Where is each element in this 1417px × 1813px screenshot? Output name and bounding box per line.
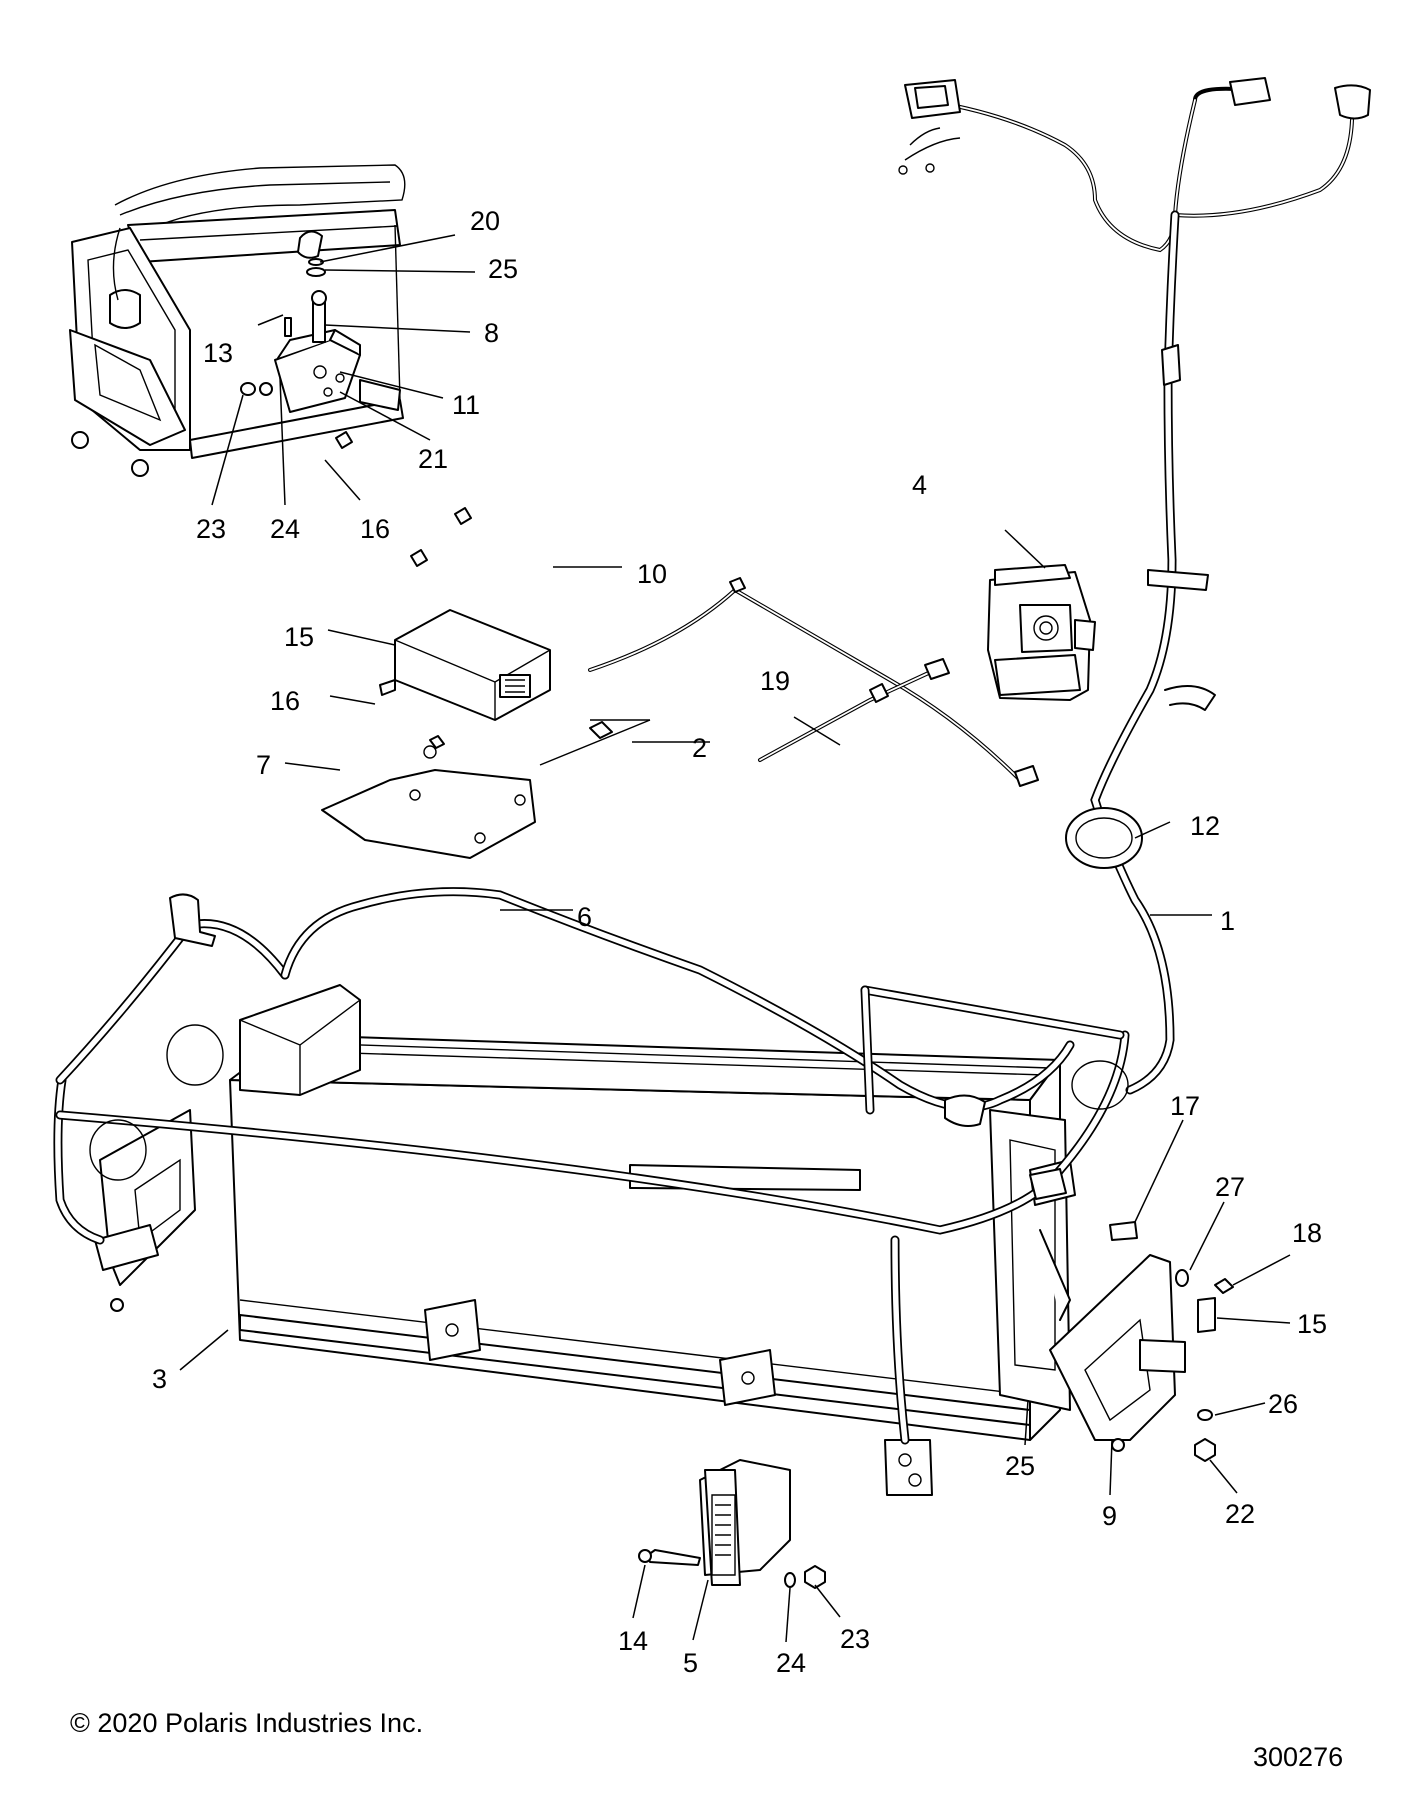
callout-27: 27 [1215, 1172, 1245, 1202]
callout-22: 22 [1225, 1499, 1255, 1529]
callout-15: 15 [1297, 1309, 1327, 1339]
callout-8: 8 [484, 318, 499, 348]
callout-25: 25 [488, 254, 518, 284]
callouts: 20 25 8 13 11 21 23 24 16 4 10 15 19 16 … [152, 206, 1327, 1678]
callout-26: 26 [1268, 1389, 1298, 1419]
callout-24: 24 [776, 1648, 806, 1678]
callout-10: 10 [637, 559, 667, 589]
callout-25: 25 [1005, 1451, 1035, 1481]
callout-15: 15 [284, 622, 314, 652]
callout-5: 5 [683, 1648, 698, 1678]
leader-lines [179, 234, 1291, 1643]
copyright-text: © 2020 Polaris Industries Inc. [70, 1708, 424, 1738]
small-harness [539, 719, 651, 766]
controller-module [379, 609, 551, 721]
callout-1: 1 [1220, 906, 1235, 936]
relay-bracket-assembly [240, 258, 472, 567]
fasteners [1109, 1221, 1234, 1462]
callout-3: 3 [152, 1364, 167, 1394]
right-bracket [1049, 1254, 1186, 1452]
callout-6: 6 [577, 902, 592, 932]
callout-21: 21 [418, 444, 448, 474]
vent-hose [53, 887, 1130, 1445]
callout-7: 7 [256, 750, 271, 780]
callout-24: 24 [270, 514, 300, 544]
callout-2: 2 [692, 733, 707, 763]
jumper-harness [588, 577, 1039, 787]
callout-20: 20 [470, 206, 500, 236]
callout-4: 4 [912, 470, 927, 500]
callout-17: 17 [1170, 1091, 1200, 1121]
callout-23: 23 [196, 514, 226, 544]
callout-16: 16 [270, 686, 300, 716]
mounting-plate [321, 735, 536, 859]
ecu-module [638, 1459, 826, 1589]
main-enclosure [229, 984, 1061, 1441]
callout-13: 13 [203, 338, 233, 368]
callout-12: 12 [1190, 811, 1220, 841]
callout-18: 18 [1292, 1218, 1322, 1248]
wiring-harness [898, 77, 1371, 1095]
callout-9: 9 [1102, 1501, 1117, 1531]
figure-number: 300276 [1253, 1742, 1344, 1772]
callout-19: 19 [760, 666, 790, 696]
callout-23: 23 [840, 1624, 870, 1654]
callout-11: 11 [452, 390, 480, 420]
callout-14: 14 [618, 1626, 648, 1656]
frame-detail-view [69, 164, 406, 477]
left-bracket [94, 1109, 196, 1312]
module-bracket [987, 564, 1096, 701]
callout-16: 16 [360, 514, 390, 544]
